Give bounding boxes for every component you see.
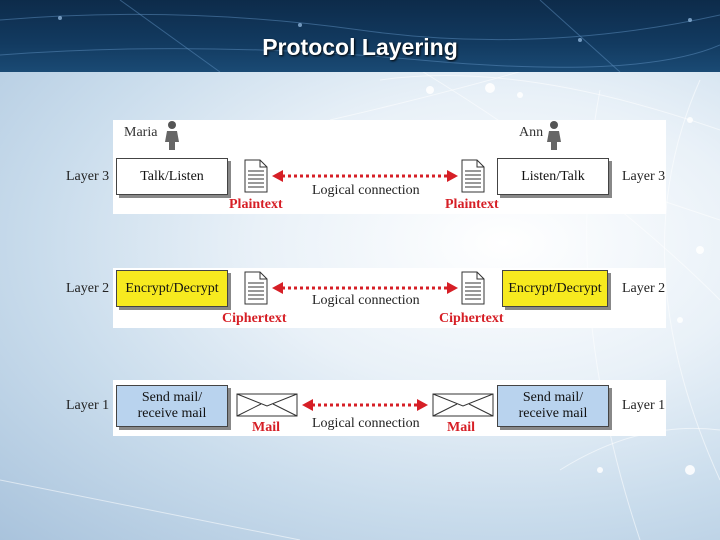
document-icon-layer2-left [244, 271, 268, 305]
document-icon-layer3-left [244, 159, 268, 193]
layer1-left-box-line2: receive mail [137, 406, 207, 421]
layer1-left-box-line1: Send mail/ [141, 390, 203, 405]
person-label-left: Maria [124, 125, 158, 140]
slide-title: Protocol Layering [262, 34, 458, 60]
layer2-right-item-label: Ciphertext [439, 311, 504, 326]
layer3-connection-label: Logical connection [312, 183, 420, 198]
person-icon-left [165, 121, 179, 150]
logical-connection-arrow-layer2 [272, 282, 458, 294]
layer1-connection-label: Logical connection [312, 416, 420, 431]
layer2-label-left: Layer 2 [66, 281, 110, 296]
layer3-label-right: Layer 3 [622, 169, 666, 184]
logical-connection-arrow-layer1 [302, 399, 428, 411]
layer1-right-box: Send mail/ receive mail [497, 385, 609, 427]
layer1-label-left: Layer 1 [66, 398, 110, 413]
layer1-label-right: Layer 1 [622, 398, 666, 413]
layer2-connection-label: Logical connection [312, 293, 420, 308]
layer2-right-box-label: Encrypt/Decrypt [508, 280, 602, 296]
layer2-left-item-label: Ciphertext [222, 311, 287, 326]
document-icon-layer3-right [461, 159, 485, 193]
layer3-right-box-label: Listen/Talk [521, 168, 585, 184]
layer1-right-box-line2: receive mail [518, 406, 588, 421]
layer2-left-box: Encrypt/Decrypt [116, 270, 228, 307]
layer2-right-box: Encrypt/Decrypt [502, 270, 608, 307]
title-bar: Protocol Layering [0, 0, 720, 72]
layer1-left-box: Send mail/ receive mail [116, 385, 228, 427]
envelope-icon-layer1-right [432, 393, 494, 417]
logical-connection-arrow-layer3 [272, 170, 458, 182]
layer1-right-box-line1: Send mail/ [522, 390, 584, 405]
layer1-left-item-label: Mail [252, 420, 280, 435]
layer2-label-right: Layer 2 [622, 281, 666, 296]
envelope-icon-layer1-left [236, 393, 298, 417]
layer1-right-item-label: Mail [447, 420, 475, 435]
person-label-right: Ann [519, 125, 544, 140]
layer3-right-box: Listen/Talk [497, 158, 609, 195]
title-bar-network-pattern [0, 0, 720, 72]
document-icon-layer2-right [461, 271, 485, 305]
layer3-left-box: Talk/Listen [116, 158, 228, 195]
layer3-left-box-label: Talk/Listen [140, 168, 204, 184]
layer3-label-left: Layer 3 [66, 169, 110, 184]
person-icon-right [547, 121, 561, 150]
layer2-left-box-label: Encrypt/Decrypt [125, 280, 219, 296]
layer3-left-item-label: Plaintext [229, 197, 283, 212]
layer3-right-item-label: Plaintext [445, 197, 499, 212]
